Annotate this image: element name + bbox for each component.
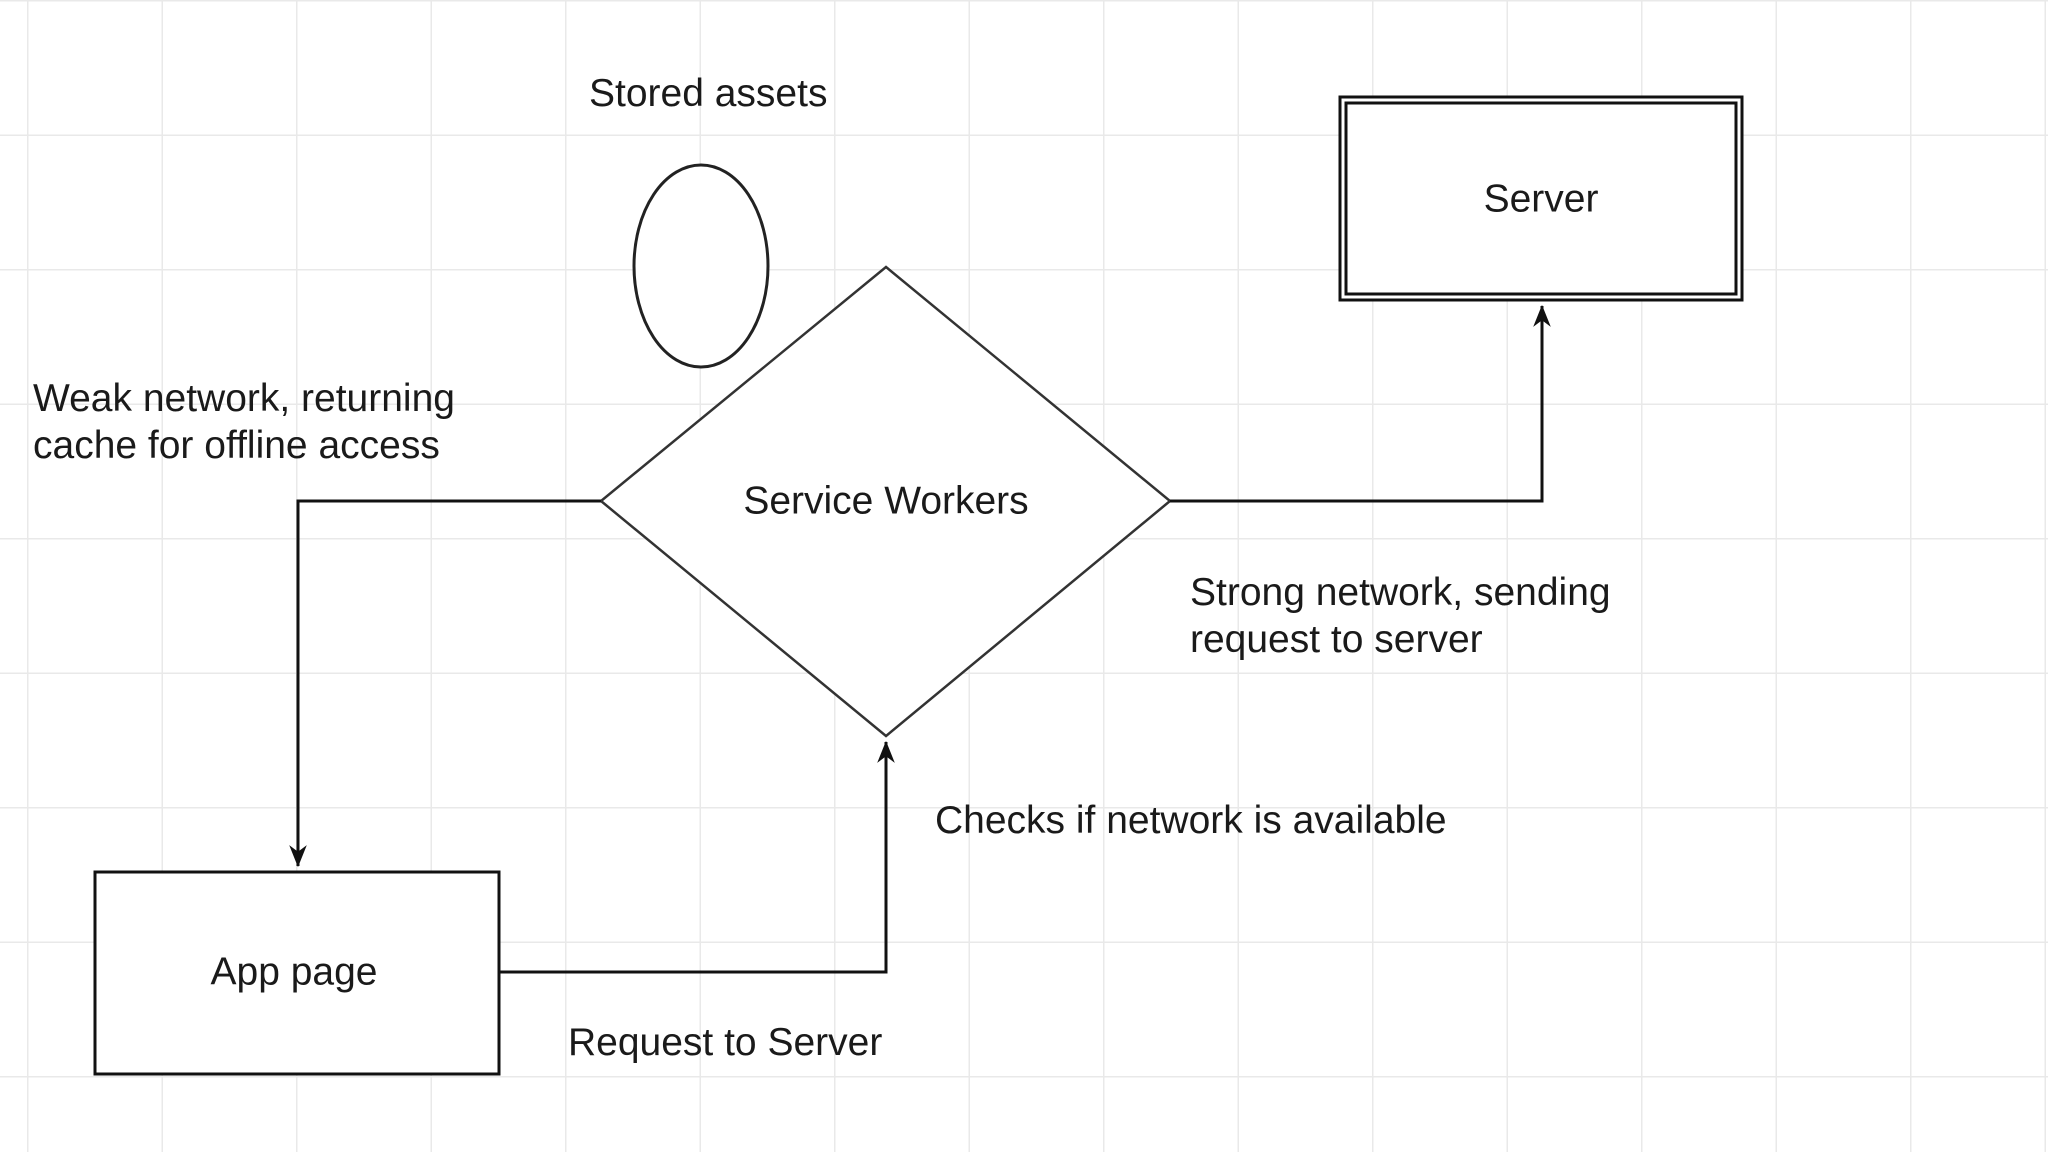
server-box-outer (1338, 95, 1744, 302)
server-label: Server (1483, 177, 1599, 221)
checks-network-label: Checks if network is available (935, 799, 1447, 842)
app-page-box (93, 870, 501, 1076)
app-page-label: App page (210, 950, 378, 994)
weak-network-label: Weak network, returning cache for offlin… (33, 377, 455, 467)
strong-network-label: Strong network, sending request to serve… (1190, 571, 1611, 661)
server-box-inner (1344, 101, 1738, 296)
weak-network-edge (289, 499, 601, 868)
request-to-server-edge (499, 740, 895, 974)
stored-assets-ellipse (632, 163, 770, 369)
service-workers-label: Service Workers (743, 479, 1029, 523)
service-workers-diamond (599, 265, 1172, 738)
stored-assets-label: Stored assets (589, 72, 828, 115)
request-to-server-label: Request to Server (568, 1021, 883, 1064)
strong-network-edge (1170, 304, 1551, 503)
